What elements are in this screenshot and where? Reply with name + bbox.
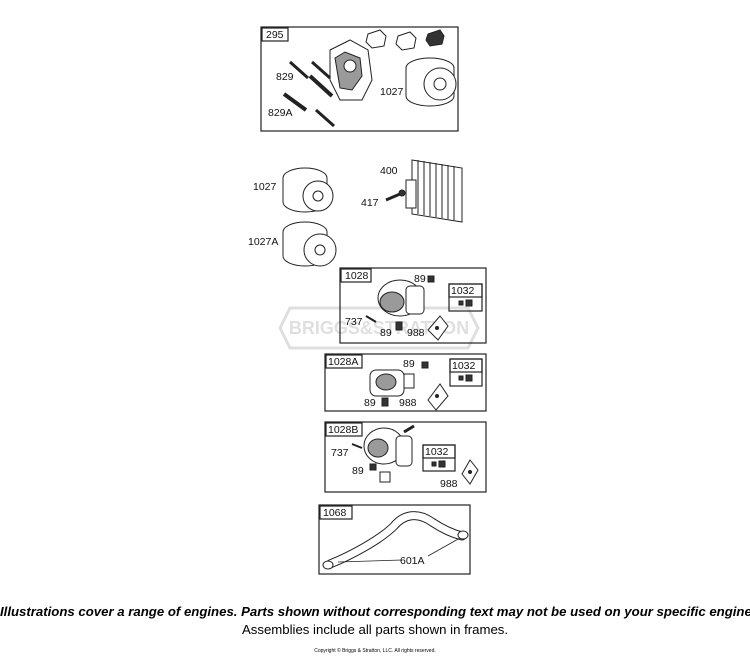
- kit-1028b-fittings: [351, 443, 391, 483]
- label-1028a-89-bottom: 89: [364, 397, 376, 409]
- label-1028b-89: 89: [352, 465, 364, 477]
- label-1028a-89-top: 89: [403, 358, 415, 370]
- screw-417: [385, 189, 406, 202]
- label-1027: 1027: [253, 181, 277, 193]
- brand-watermark: BRIGGS&STRATTON: [278, 306, 480, 350]
- label-829: 829: [276, 71, 294, 83]
- oil-filter-in-kit: [405, 57, 457, 107]
- kit-1028a-label: 1028A: [328, 356, 358, 368]
- stud-829a: [282, 92, 335, 128]
- kit-1028-adapter: [377, 279, 425, 317]
- label-1028b-737: 737: [331, 447, 349, 459]
- kit-1068-frame: 1068: [318, 504, 471, 575]
- kit-1032-box-a: 1032: [448, 283, 483, 312]
- kit-1028a-frame: 1028A: [324, 353, 487, 412]
- svg-text:BRIGGS&STRATTON: BRIGGS&STRATTON: [289, 318, 469, 338]
- kit-1032-label-b: 1032: [452, 360, 476, 372]
- hose-clamps-601a: [322, 530, 469, 570]
- kit-1032-box-b: 1032: [449, 358, 483, 387]
- footer-disclaimer: Illustrations cover a range of engines. …: [0, 604, 750, 619]
- label-417: 417: [361, 197, 379, 209]
- kit-1028a-gasket: [427, 383, 449, 411]
- label-1028b-988: 988: [440, 478, 458, 490]
- oil-filter-1027a: [282, 221, 337, 267]
- kit-1028b-adapter: [363, 424, 415, 467]
- label-1028-89-bottom: 89: [380, 327, 392, 339]
- oil-filter-1027: [282, 167, 334, 213]
- label-829a: 829A: [268, 107, 293, 119]
- oil-filter-adapter: [329, 39, 373, 101]
- kit-1028-label: 1028: [345, 270, 369, 282]
- kit-1032-label-a: 1032: [451, 285, 475, 297]
- label-1028-737: 737: [345, 316, 363, 328]
- footer-copyright: Copyright © Briggs & Stratton, LLC. All …: [314, 648, 436, 654]
- label-400: 400: [380, 165, 398, 177]
- label-1028-988: 988: [407, 327, 425, 339]
- oil-cooler-400: [405, 159, 463, 223]
- stud-829: [289, 60, 334, 98]
- kit-1068-label: 1068: [323, 507, 347, 519]
- kit-1028-frame: 1028: [339, 267, 487, 344]
- kit-1032-label-c: 1032: [425, 446, 449, 458]
- footer-assemblies-note: Assemblies include all parts shown in fr…: [241, 622, 509, 637]
- label-601a: 601A: [400, 555, 425, 567]
- kit-1032-box-c: 1032: [422, 444, 456, 472]
- kit-295-label: 295: [266, 29, 284, 41]
- label-1027a: 1027A: [248, 236, 278, 248]
- parts-diagram: BRIGGS&STRATTON 295 829 829A 1027: [248, 26, 487, 575]
- label-1027-kit: 1027: [380, 86, 404, 98]
- kit-1028-gasket: [427, 315, 449, 341]
- kit-1028b-frame: 1028B: [324, 421, 487, 493]
- kit-1028b-gasket: [461, 459, 479, 485]
- kit-1028a-fittings: [381, 361, 429, 407]
- label-1028-89-top: 89: [414, 273, 426, 285]
- kit-1028a-adapter: [369, 369, 415, 397]
- label-1028a-988: 988: [399, 397, 417, 409]
- oil-hose: [325, 511, 467, 569]
- kit-1028-fittings: [365, 275, 435, 331]
- kit-1028b-label: 1028B: [328, 424, 358, 436]
- kit-295-frame: 295: [260, 26, 459, 132]
- adapter-fittings: [365, 29, 445, 51]
